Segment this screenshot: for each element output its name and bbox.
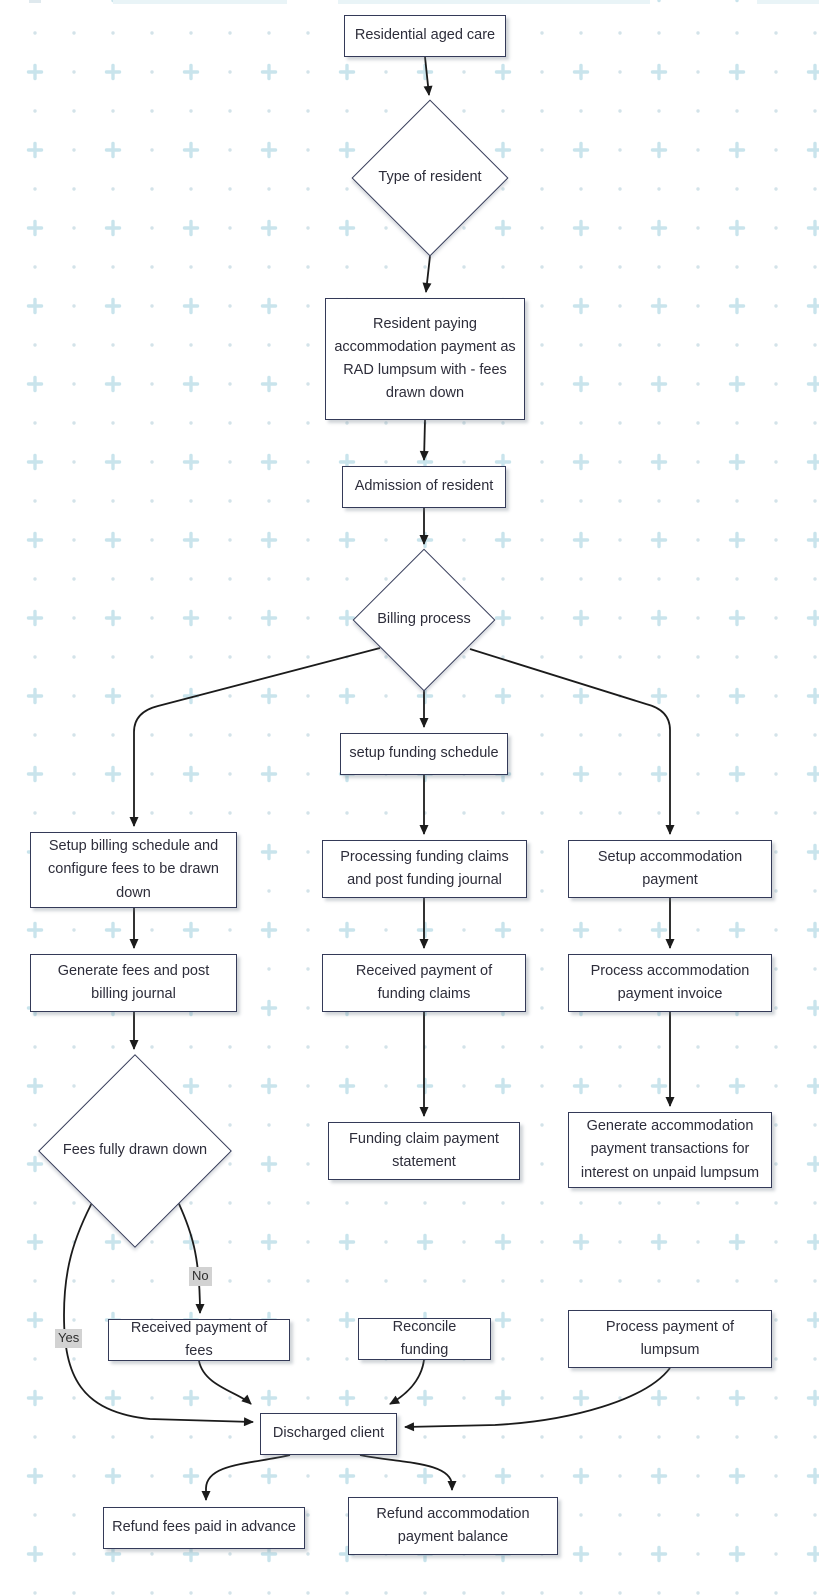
node-label: Received payment of funding claims	[355, 962, 493, 1002]
node-label: Process accommodation payment invoice	[590, 962, 750, 1002]
node-setup-funding-schedule: setup funding schedule	[340, 733, 508, 775]
node-processing-funding-claims: Processing funding claims and post fundi…	[322, 840, 527, 898]
node-billing-process: Billing process	[352, 548, 496, 692]
edge-label-yes: Yes	[55, 1329, 83, 1348]
node-funding-claim-statement: Funding claim payment statement	[328, 1122, 520, 1180]
node-label: Reconcile funding	[392, 1318, 457, 1358]
node-refund-accommodation-balance: Refund accommodation payment balance	[348, 1497, 558, 1555]
node-label: Generate fees and post billing journal	[57, 962, 210, 1002]
node-generate-accommodation-transactions: Generate accommodation payment transacti…	[568, 1112, 772, 1188]
node-setup-billing-schedule: Setup billing schedule and configure fee…	[30, 832, 237, 908]
top-edge-bar	[757, 0, 819, 4]
node-label: setup funding schedule	[349, 745, 499, 762]
node-label: Refund accommodation payment balance	[376, 1505, 530, 1545]
top-edge-bar	[29, 0, 41, 3]
node-process-accommodation-invoice: Process accommodation payment invoice	[568, 954, 772, 1012]
node-label: Fees fully drawn down	[62, 1142, 208, 1159]
node-label: Type of resident	[378, 169, 482, 186]
node-admission-of-resident: Admission of resident	[342, 466, 506, 508]
node-label: Received payment of fees	[130, 1319, 268, 1359]
node-label: Process payment of lumpsum	[605, 1318, 735, 1358]
node-generate-fees: Generate fees and post billing journal	[30, 954, 237, 1012]
node-type-of-resident: Type of resident	[351, 99, 509, 257]
node-label: Setup accommodation payment	[597, 848, 743, 888]
node-label: Admission of resident	[354, 478, 494, 495]
node-received-payment-of-fees: Received payment of fees	[108, 1319, 290, 1361]
node-fees-fully-drawn-down: Fees fully drawn down	[38, 1054, 232, 1248]
node-label: Resident paying accommodation payment as…	[334, 315, 516, 402]
top-edge-bar	[338, 0, 650, 4]
node-label: Processing funding claims and post fundi…	[340, 848, 509, 888]
node-label: Generate accommodation payment transacti…	[580, 1118, 760, 1181]
node-discharged-client: Discharged client	[260, 1413, 397, 1455]
top-edge-bar	[113, 0, 287, 4]
node-label: Discharged client	[272, 1425, 385, 1442]
node-reconcile-funding: Reconcile funding	[358, 1318, 491, 1360]
edge-label-no: No	[189, 1267, 212, 1286]
node-label: Residential aged care	[354, 27, 496, 44]
node-refund-fees-paid-in-advance: Refund fees paid in advance	[103, 1507, 305, 1549]
node-residential-aged-care: Residential aged care	[344, 15, 506, 57]
node-label: Setup billing schedule and configure fee…	[48, 838, 219, 901]
node-label: Billing process	[377, 611, 471, 628]
node-process-payment-of-lumpsum: Process payment of lumpsum	[568, 1310, 772, 1368]
node-resident-paying-rad: Resident paying accommodation payment as…	[325, 298, 525, 420]
node-setup-accommodation-payment: Setup accommodation payment	[568, 840, 772, 898]
node-received-funding-claims: Received payment of funding claims	[322, 954, 526, 1012]
node-label: Refund fees paid in advance	[112, 1519, 296, 1536]
node-label: Funding claim payment statement	[349, 1130, 499, 1170]
